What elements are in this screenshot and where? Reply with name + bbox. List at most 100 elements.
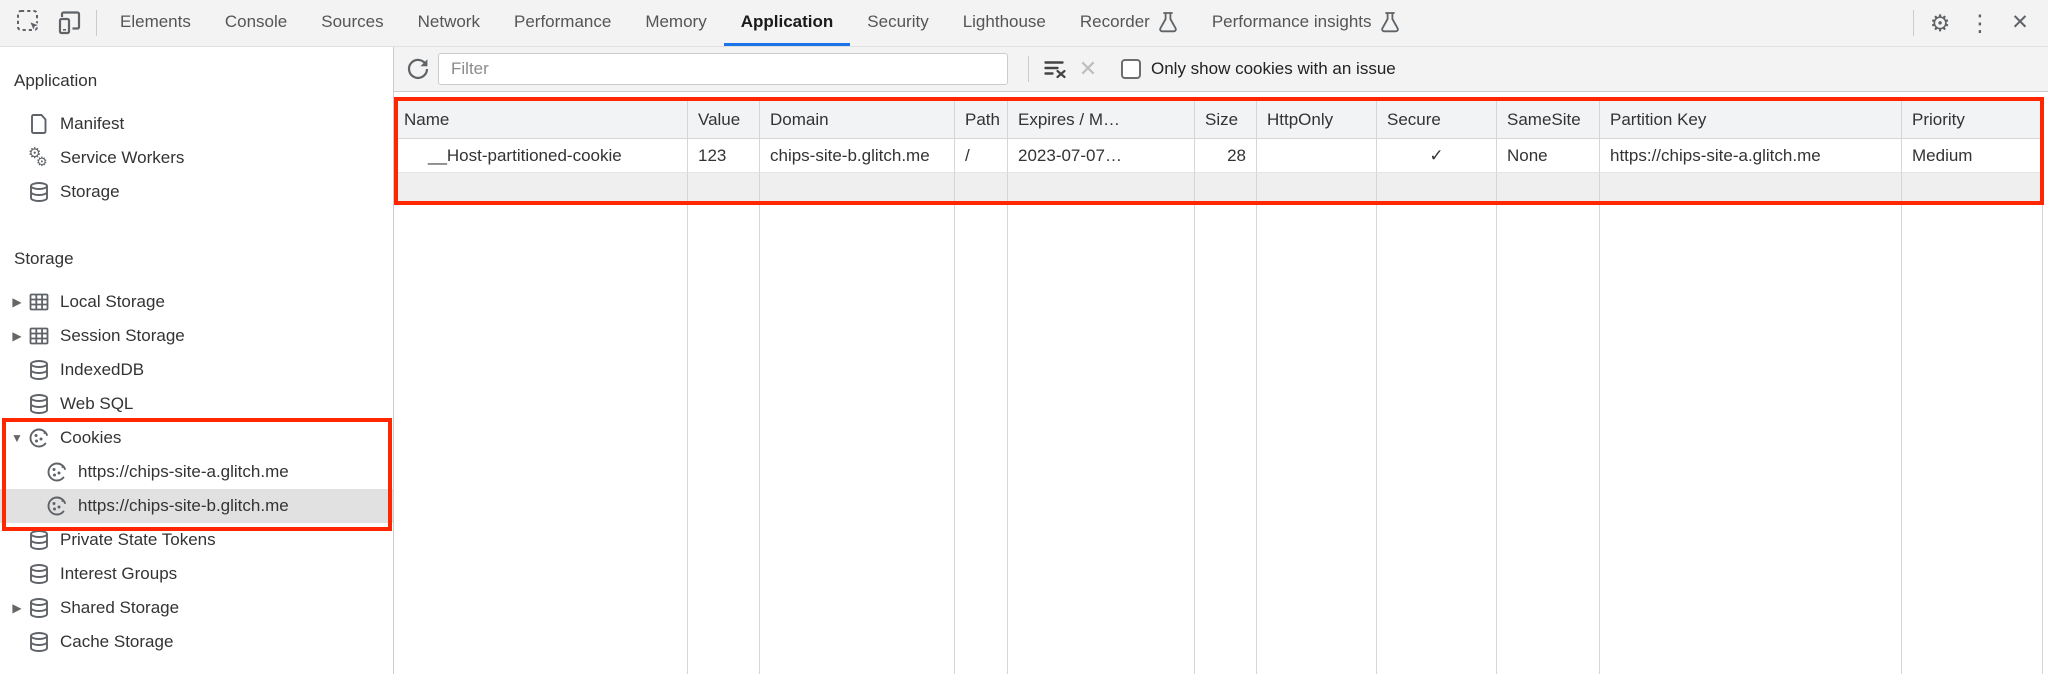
application-sidebar: Application Manifest ⚙⚙ Ser (0, 47, 394, 674)
sidebar-item-label: https://chips-site-b.glitch.me (78, 496, 289, 515)
cell-name: __Host-partitioned-cookie (394, 139, 688, 173)
sidebar-item-cache-storage[interactable]: Cache Storage (0, 625, 393, 659)
refresh-icon[interactable] (402, 53, 434, 85)
column-header-secure[interactable]: Secure (1377, 101, 1497, 139)
cell-value: 123 (688, 139, 760, 173)
tabbar-divider (96, 10, 97, 36)
sidebar-item-private-state-tokens[interactable]: Private State Tokens (0, 523, 393, 557)
sidebar-item-cookies-chips-site-a[interactable]: https://chips-site-a.glitch.me (0, 455, 393, 489)
sidebar-item-session-storage[interactable]: ▶ Session Storage (0, 319, 393, 353)
column-header-size[interactable]: Size (1195, 101, 1257, 139)
column-header-path[interactable]: Path (955, 101, 1008, 139)
cookie-icon (44, 493, 70, 519)
devtools-tabbar: Elements Console Sources Network Perform… (0, 0, 2048, 47)
tab-performance[interactable]: Performance (513, 11, 612, 31)
database-icon (26, 179, 52, 205)
cell-priority: Medium (1902, 139, 2043, 173)
cell-secure checkmark-icon: ✓ (1377, 139, 1497, 173)
tab-network[interactable]: Network (417, 11, 480, 31)
cell-domain: chips-site-b.glitch.me (760, 139, 955, 173)
file-icon (26, 111, 52, 137)
column-header-priority[interactable]: Priority (1902, 101, 2043, 139)
sidebar-item-label: Private State Tokens (60, 530, 216, 549)
tab-security[interactable]: Security (867, 11, 929, 31)
database-icon (26, 527, 52, 553)
sidebar-item-label: https://chips-site-a.glitch.me (78, 462, 289, 481)
database-icon (26, 561, 52, 587)
column-header-expires[interactable]: Expires / M… (1008, 101, 1195, 139)
sidebar-item-label: Local Storage (60, 292, 165, 311)
more-vertical-icon[interactable]: ⋮ (1968, 10, 1992, 36)
tab-application[interactable]: Application (723, 0, 851, 46)
sidebar-item-label: Cache Storage (60, 632, 174, 651)
sidebar-item-indexeddb[interactable]: IndexedDB (0, 353, 393, 387)
tabbar-right-controls: ⚙ ⋮ ✕ (1907, 0, 2048, 46)
cookie-table: Name Value Domain Path Expires / M… Size… (394, 101, 2043, 674)
database-icon (26, 357, 52, 383)
tab-recorder[interactable]: Recorder (1063, 0, 1195, 46)
column-header-samesite[interactable]: SameSite (1497, 101, 1600, 139)
toolbar-divider (1028, 56, 1029, 82)
sidebar-item-label: Storage (60, 182, 120, 201)
flask-icon (1380, 11, 1400, 33)
sidebar-item-label: Manifest (60, 114, 125, 133)
section-title-application: Application (14, 71, 98, 90)
issue-filter-label: Only show cookies with an issue (1151, 59, 1396, 78)
chevron-expanded-icon[interactable]: ▼ (11, 431, 23, 445)
database-icon (26, 391, 52, 417)
section-title-storage: Storage (14, 249, 74, 268)
cookie-table-area: Name Value Domain Path Expires / M… Size… (394, 92, 2048, 674)
tabbar-divider (1913, 10, 1914, 36)
gears-icon: ⚙⚙ (28, 145, 48, 169)
sidebar-item-storage[interactable]: Storage (0, 175, 393, 209)
close-icon[interactable]: ✕ (2011, 11, 2029, 34)
tab-console[interactable]: Console (224, 11, 288, 31)
sidebar-item-label: Session Storage (60, 326, 185, 345)
sidebar-item-interest-groups[interactable]: Interest Groups (0, 557, 393, 591)
flask-icon (1158, 11, 1178, 33)
chevron-collapsed-icon[interactable]: ▶ (12, 601, 22, 615)
filter-input[interactable] (438, 53, 1008, 85)
grid-icon (26, 289, 52, 315)
cell-httponly (1257, 139, 1377, 173)
database-icon (26, 595, 52, 621)
sidebar-item-manifest[interactable]: Manifest (0, 107, 393, 141)
sidebar-item-label: IndexedDB (60, 360, 145, 379)
sidebar-item-label: Interest Groups (60, 564, 178, 583)
sidebar-item-local-storage[interactable]: ▶ Local Storage (0, 285, 393, 319)
tab-performance-insights[interactable]: Performance insights (1195, 0, 1417, 46)
column-header-name[interactable]: Name (394, 101, 688, 139)
cell-samesite: None (1497, 139, 1600, 173)
database-icon (26, 629, 52, 655)
column-header-httponly[interactable]: HttpOnly (1257, 101, 1377, 139)
column-header-value[interactable]: Value (688, 101, 760, 139)
issue-filter-checkbox[interactable] (1121, 59, 1141, 79)
tab-elements[interactable]: Elements (120, 11, 191, 31)
gear-icon[interactable]: ⚙ (1929, 10, 1951, 36)
cell-path: / (955, 139, 1008, 173)
column-header-partition-key[interactable]: Partition Key (1600, 101, 1902, 139)
tab-lighthouse[interactable]: Lighthouse (962, 11, 1046, 31)
sidebar-item-shared-storage[interactable]: ▶ Shared Storage (0, 591, 393, 625)
chevron-collapsed-icon[interactable]: ▶ (12, 329, 22, 343)
sidebar-item-label: Cookies (60, 428, 122, 447)
clear-all-icon[interactable]: ✕ (1078, 56, 1098, 81)
cell-partition-key: https://chips-site-a.glitch.me (1600, 139, 1902, 173)
cookie-icon (44, 459, 70, 485)
clear-filter-icon[interactable] (1039, 53, 1071, 85)
tab-memory[interactable]: Memory (645, 11, 707, 31)
device-toolbar-icon[interactable] (50, 0, 90, 46)
cookies-toolbar: ✕ Only show cookies with an issue (394, 47, 2048, 92)
sidebar-item-service-workers[interactable]: ⚙⚙ Service Workers (0, 141, 393, 175)
column-header-domain[interactable]: Domain (760, 101, 955, 139)
sidebar-item-label: Web SQL (60, 394, 134, 413)
devtools-content: Application Manifest ⚙⚙ Ser (0, 47, 2048, 674)
tab-sources[interactable]: Sources (321, 11, 384, 31)
grid-icon (26, 323, 52, 349)
inspect-element-icon[interactable] (10, 0, 50, 46)
sidebar-item-web-sql[interactable]: Web SQL (0, 387, 393, 421)
sidebar-item-cookies[interactable]: ▼ Cookies (0, 421, 393, 455)
sidebar-item-cookies-chips-site-b[interactable]: https://chips-site-b.glitch.me (0, 489, 393, 523)
chevron-collapsed-icon[interactable]: ▶ (12, 295, 22, 309)
